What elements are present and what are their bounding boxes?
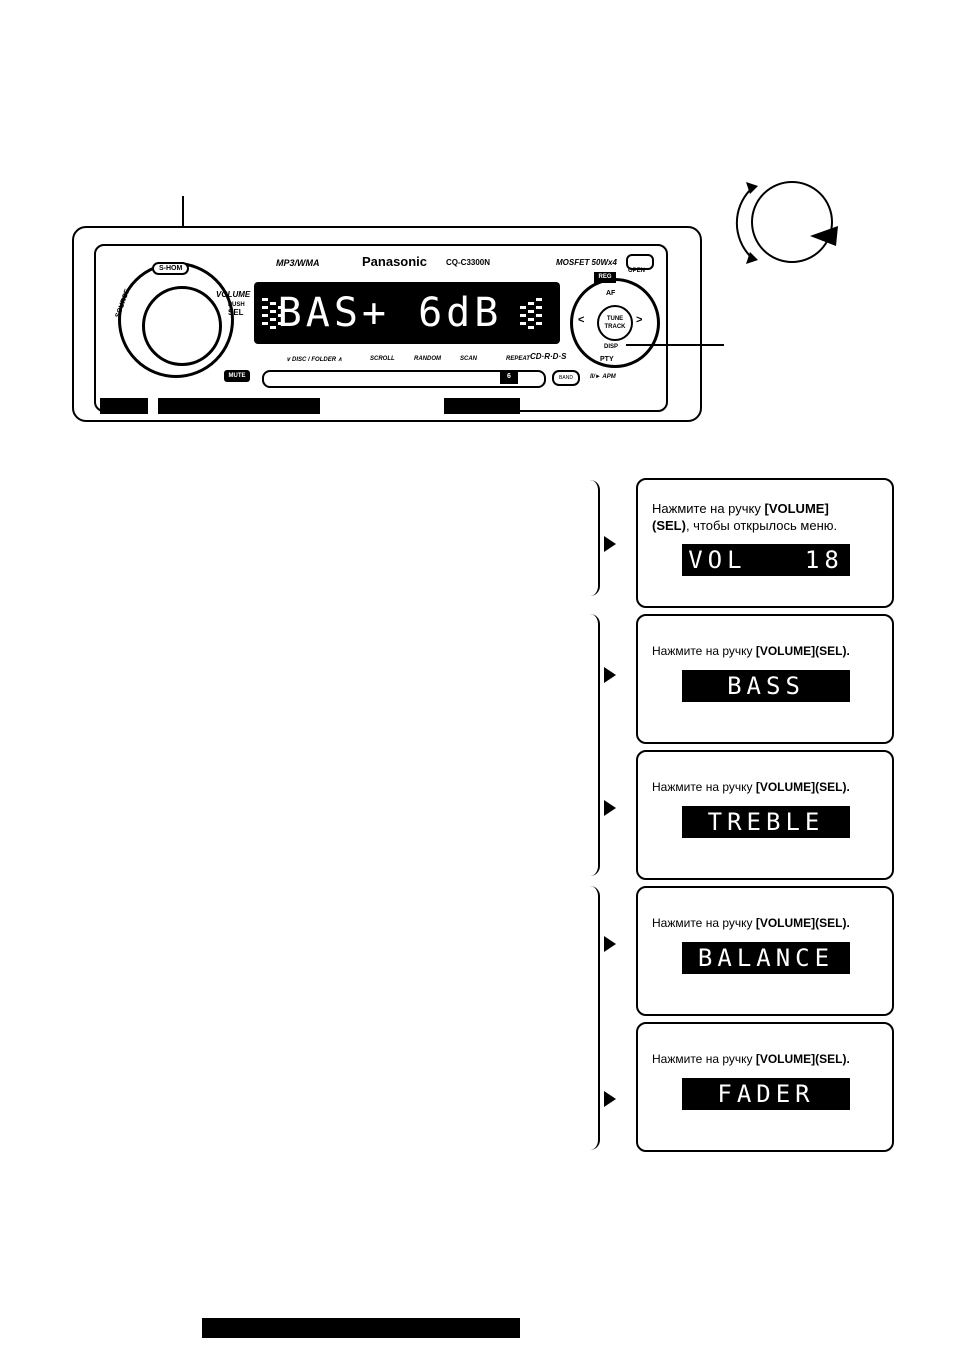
step-panel-balance: Нажмите на ручку [VOLUME](SEL). BALANCE	[636, 886, 894, 1016]
volume-knob[interactable]	[142, 286, 222, 366]
instruction-text: Нажмите на ручку	[652, 644, 756, 658]
scroll-label: SCROLL	[370, 356, 395, 362]
band-button[interactable]: BAND	[552, 370, 580, 386]
tune-label: TUNE	[606, 316, 624, 322]
main-display-text: BAS+ 6dB	[277, 290, 503, 336]
preset-buttons-strip[interactable]	[262, 370, 546, 388]
press-knob-icon	[735, 181, 838, 264]
reg-button[interactable]: REG	[594, 272, 616, 283]
open-button[interactable]	[626, 254, 654, 270]
step-display: FADER	[682, 1078, 850, 1110]
step-panel-treble: Нажмите на ручку [VOLUME](SEL). TREBLE	[636, 750, 894, 880]
step-panel-open-menu: Нажмите на ручку [VOLUME] (SEL), чтобы о…	[636, 478, 894, 608]
main-display	[254, 282, 560, 344]
push-label: PUSH	[228, 302, 245, 308]
instruction-bold: [VOLUME](SEL).	[755, 916, 850, 930]
step-arrow-icon	[604, 800, 616, 816]
faceplate-bottom-strip	[100, 398, 520, 414]
model-label: CQ-C3300N	[446, 258, 491, 267]
instruction-bold: [VOLUME]	[764, 501, 829, 516]
tune-track-button[interactable]: TUNE TRACK	[597, 305, 633, 341]
format-label: MP3/WMA	[276, 258, 320, 268]
scan-label: SCAN	[460, 356, 478, 362]
disp-leader-line	[626, 344, 724, 346]
step-arrow-icon	[604, 667, 616, 683]
instruction-bold: (SEL)	[652, 518, 686, 533]
page-footer-bar	[202, 1318, 520, 1338]
step-display: VOL 18	[682, 544, 850, 576]
prev-button[interactable]: <	[578, 314, 585, 326]
faceplate-bottom-gap	[148, 398, 158, 414]
faceplate-bottom-gap	[320, 398, 444, 414]
equalizer-right-icon	[520, 298, 542, 329]
instruction-bold: [VOLUME](SEL).	[755, 1052, 850, 1066]
step-bracket	[588, 614, 600, 876]
pty-label: PTY	[600, 356, 614, 363]
step-bracket	[588, 480, 600, 596]
shom-button[interactable]: S-HOM	[152, 262, 190, 275]
sel-label: SEL	[228, 308, 244, 317]
step-instruction: Нажмите на ручку [VOLUME](SEL).	[652, 644, 850, 658]
step-display: BASS	[682, 670, 850, 702]
equalizer-left-icon	[262, 298, 284, 329]
power-label: MOSFET 50Wx4	[556, 258, 617, 267]
step-instruction: Нажмите на ручку [VOLUME](SEL).	[652, 780, 850, 794]
step-instruction: Нажмите на ручку [VOLUME](SEL).	[652, 1052, 850, 1066]
track-label: TRACK	[604, 324, 626, 330]
preset-6-button[interactable]: 6	[500, 370, 518, 384]
instruction-bold: [VOLUME](SEL).	[755, 644, 850, 658]
disc-folder-label: ∨ DISC / FOLDER ∧	[286, 357, 343, 363]
volume-label: VOLUME	[216, 290, 251, 299]
random-label: RANDOM	[414, 356, 441, 362]
cd-rds-logo: CD·R·D·S	[530, 352, 567, 361]
instruction-text: , чтобы открылось меню.	[685, 518, 838, 533]
step-display: BALANCE	[682, 942, 850, 974]
step-panel-fader: Нажмите на ручку [VOLUME](SEL). FADER	[636, 1022, 894, 1152]
instruction-text: Нажмите на ручку	[652, 780, 756, 794]
instruction-text: Нажмите на ручку	[652, 916, 756, 930]
mute-button[interactable]: MUTE	[224, 370, 250, 382]
instruction-text: Нажмите на ручку	[652, 1052, 756, 1066]
repeat-label: REPEAT	[506, 356, 530, 362]
step-instruction: Нажмите на ручку [VOLUME] (SEL), чтобы о…	[652, 500, 837, 534]
af-button[interactable]: AF	[606, 290, 616, 297]
open-label: OPEN	[628, 268, 646, 274]
step-arrow-icon	[604, 936, 616, 952]
apm-label: II/► APM	[590, 374, 616, 380]
step-instruction: Нажмите на ручку [VOLUME](SEL).	[652, 916, 850, 930]
step-bracket	[588, 886, 600, 1150]
instruction-bold: [VOLUME](SEL).	[755, 780, 850, 794]
step-panel-bass: Нажмите на ручку [VOLUME](SEL). BASS	[636, 614, 894, 744]
brand-logo: Panasonic	[362, 254, 428, 269]
step-display: TREBLE	[682, 806, 850, 838]
step-arrow-icon	[604, 536, 616, 552]
next-button[interactable]: >	[636, 314, 643, 326]
instruction-text: Нажмите на ручку	[652, 501, 765, 516]
disp-button[interactable]: DISP	[604, 344, 619, 350]
step-arrow-icon	[604, 1091, 616, 1107]
